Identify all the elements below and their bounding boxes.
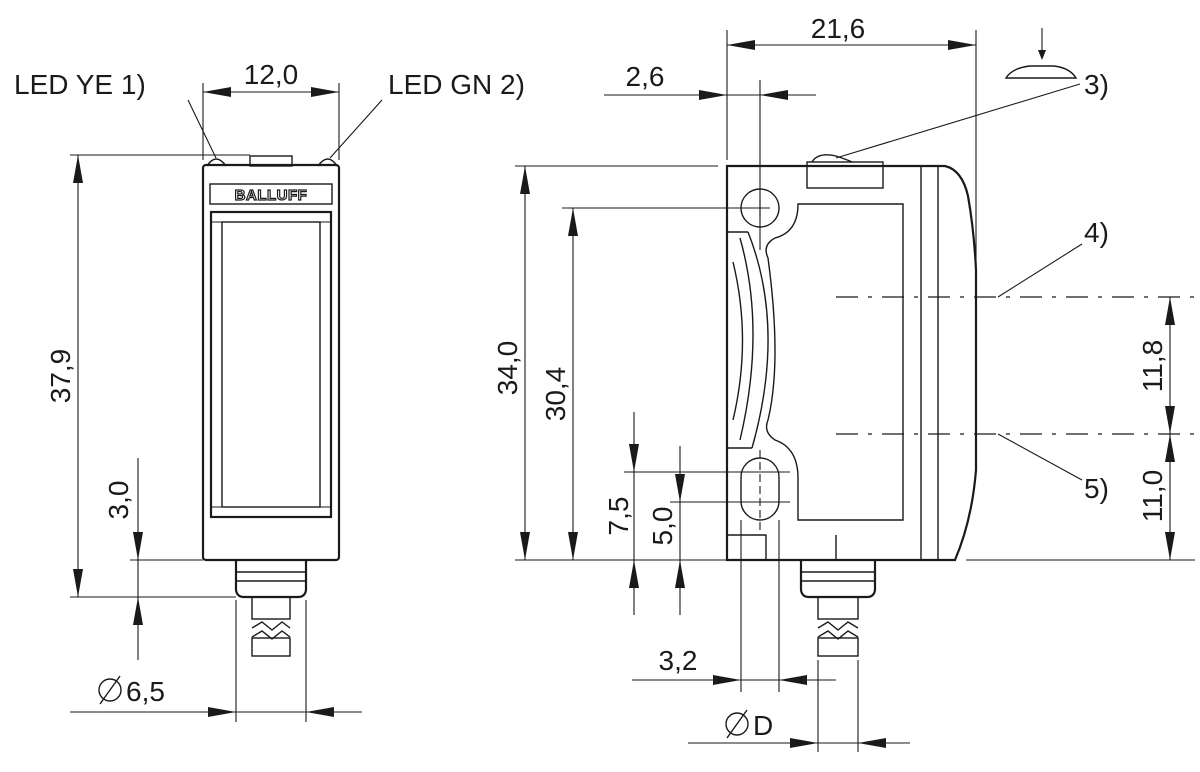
dim-slot-center: 5,0 [647,507,678,546]
side-groove [747,231,769,449]
side-connector [799,560,877,599]
front-lens-outer [209,210,333,519]
side-dimensions: 21,6 2,6 3) 34,0 30,4 7,5 [492,13,1195,752]
dim-hole-distance: 30,4 [540,367,571,422]
dim-beam-upper: 11,8 [1137,340,1168,392]
cable-end [251,637,291,657]
dim-slot-height: 7,5 [603,497,634,536]
side-groove [739,237,754,441]
front-top-button [249,155,293,167]
diameter-icon [98,678,122,702]
side-cable-end [817,637,859,657]
front-lens-inner [221,221,321,508]
break-line [251,630,291,640]
dim-height-side: 34,0 [492,341,523,396]
side-top-button [806,161,884,189]
side-view [725,154,978,657]
note-3-leader [835,83,1081,159]
side-housing [725,164,978,562]
brand-logo: BALLUFF [235,187,308,204]
dim-width-side: 21,6 [811,13,866,44]
note-4-leader [997,243,1083,298]
front-housing [201,163,341,562]
break-line [251,621,291,631]
led-gn-leader [329,99,383,159]
connector-nut [251,596,291,620]
front-view: BALLUFF [201,155,341,657]
label-note-4: 4) [1084,217,1109,248]
break-line [817,630,859,640]
break-line [817,621,859,631]
bottom-step [727,534,767,560]
diameter-icon [725,712,749,736]
side-connector-nut [817,596,859,620]
side-groove [732,261,744,421]
front-connector [234,560,308,599]
side-window [765,203,904,521]
dim-height-front: 37,9 [45,349,76,404]
label-led-gn: LED GN 2) [388,69,525,100]
led-ye-icon [206,158,227,167]
label-note-3: 3) [1084,69,1109,100]
dim-cable-diameter: 6,5 [126,676,165,707]
dim-slot-width: 3,2 [659,645,698,676]
button-icon [1004,65,1078,79]
dim-width-front: 12,0 [244,59,299,90]
note-5-leader [997,433,1083,481]
side-led [811,154,853,163]
label-led-ye: LED YE 1) [14,69,146,100]
brand-plate [209,183,333,205]
label-note-5: 5) [1084,473,1109,504]
dim-hole-offset: 2,6 [626,61,665,92]
dim-connector-front: 3,0 [103,481,134,520]
led-ye-leader [187,99,217,159]
front-dimensions: 12,0 LED YE 1) LED GN 2) 37,9 3,0 6,5 [14,59,525,722]
dim-beam-lower: 11,0 [1137,470,1168,522]
dim-connector-diameter: D [753,710,773,741]
led-gn-icon [317,158,338,167]
